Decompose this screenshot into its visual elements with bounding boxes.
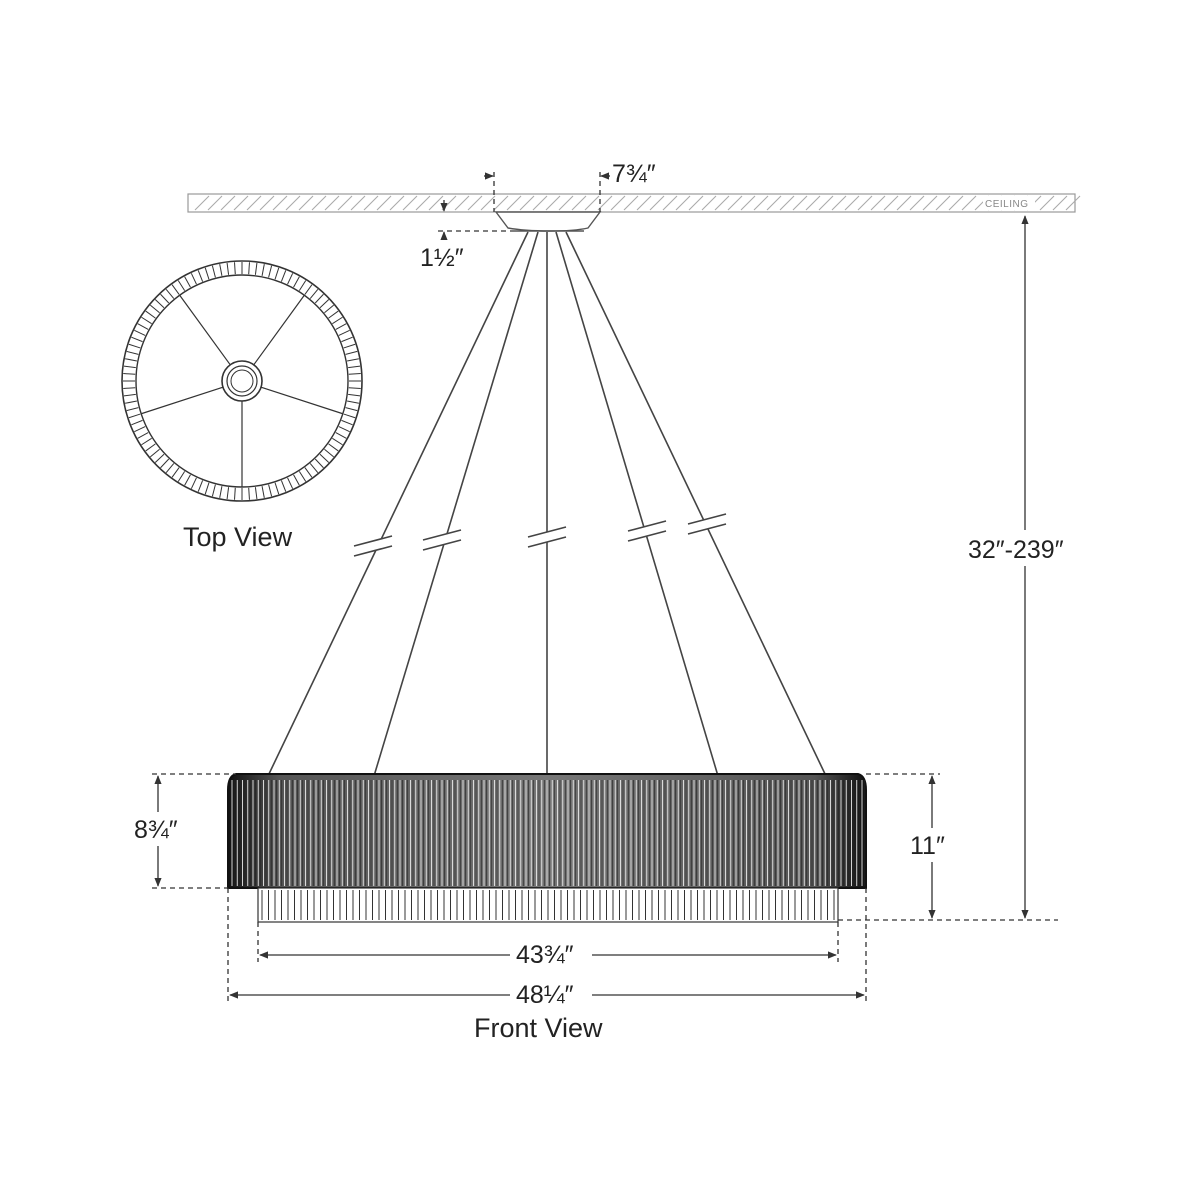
front-view-caption: Front View (474, 1013, 603, 1043)
ceiling: CEILING (187, 193, 1081, 213)
fixture-height-dimension: 11″ (866, 773, 959, 919)
front-view-shade (227, 773, 867, 923)
overall-height-label: 32″-239″ (968, 536, 1064, 564)
inner-width-label: 43¾″ (516, 941, 574, 969)
inner-width-dimension: 43¾″ (257, 922, 839, 970)
canopy-height-label: 1½″ (420, 244, 464, 272)
top-view-caption: Top View (183, 522, 293, 552)
outer-width-label: 48¼″ (516, 981, 574, 1009)
canopy-width-dimension: 7¾″ (484, 160, 656, 212)
overall-height-dimension: 32″-239″ (838, 215, 1090, 921)
canopy-width-label: 7¾″ (612, 160, 656, 188)
canopy-height-dimension: 1½″ (420, 200, 508, 272)
ceiling-label: CEILING (985, 199, 1029, 210)
suspension-cables (267, 231, 827, 777)
shade-height-dimension: 8¾″ (128, 773, 236, 889)
cable-break-marks (352, 513, 728, 557)
top-view (121, 260, 363, 502)
canopy (494, 211, 602, 232)
fixture-height-label: 11″ (910, 832, 945, 860)
shade-height-label: 8¾″ (134, 816, 178, 844)
outer-width-dimension: 48¼″ (227, 888, 867, 1010)
